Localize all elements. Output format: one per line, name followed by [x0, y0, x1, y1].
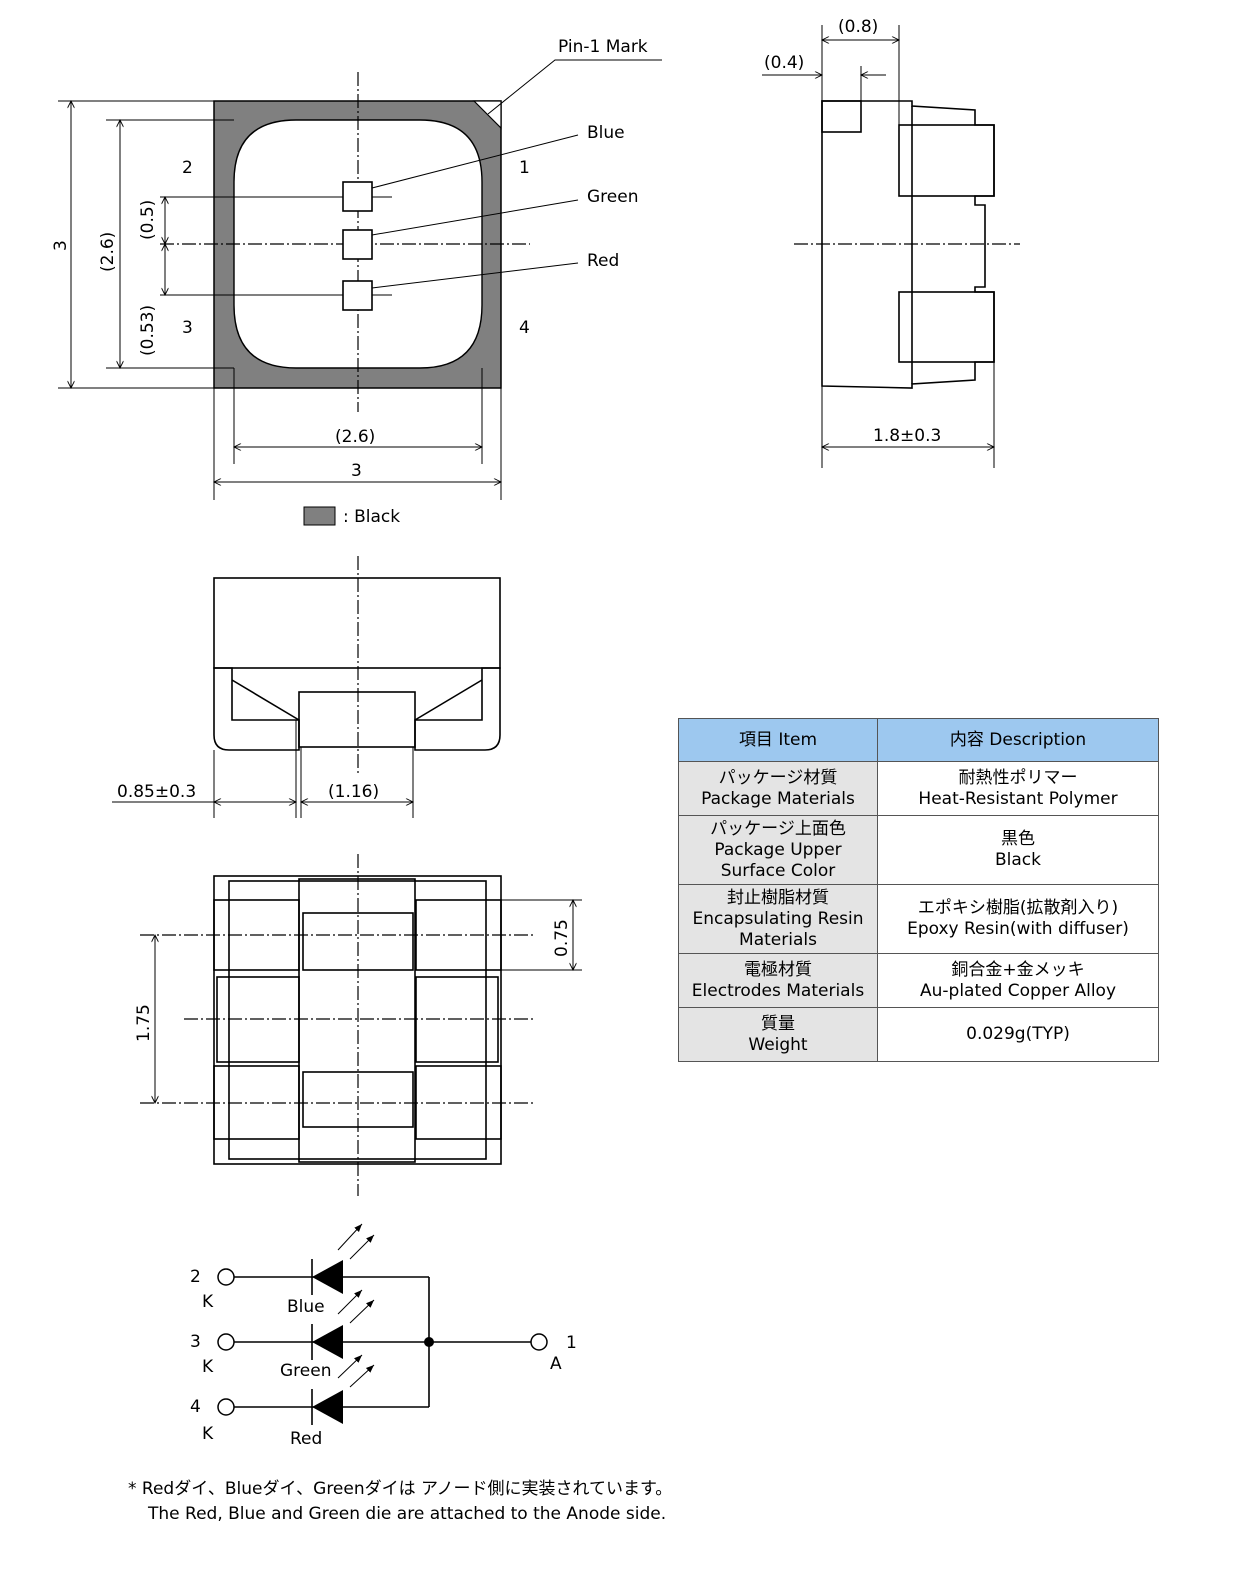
- die-label-red: Red: [587, 251, 619, 271]
- pin-number-4: 4: [519, 318, 530, 338]
- table-row: パッケージ材質 Package Materials 耐熱性ポリマー Heat-R…: [678, 761, 1159, 816]
- row-item: 電極材質 Electrodes Materials: [678, 953, 878, 1008]
- die-label-green: Green: [587, 187, 638, 207]
- row-item: 封止樹脂材質 Encapsulating Resin Materials: [678, 884, 878, 954]
- terminal-pin-4: [217, 1398, 235, 1416]
- pin1-mark-triangle: [472, 100, 502, 130]
- bottom-view: 1.75 0.75: [134, 854, 582, 1196]
- table-row: パッケージ上面色 Package Upper Surface Color 黒色 …: [678, 815, 1159, 885]
- circuit-pin-4-type: K: [202, 1424, 214, 1444]
- pin1-mark-label: Pin-1 Mark: [558, 37, 648, 57]
- pin-number-1: 1: [519, 158, 530, 178]
- dim-body-height: 3: [51, 240, 71, 251]
- spec-table-header: 項目 Item 内容 Description: [678, 718, 1159, 762]
- row-description: 0.029g(TYP): [877, 1007, 1159, 1062]
- circuit-pin-1-type: A: [550, 1354, 562, 1374]
- dim-die-pitch-a: (0.5): [138, 200, 158, 240]
- dim-inner-height: (2.6): [98, 232, 118, 272]
- red-die: [342, 280, 373, 311]
- circuit-pin-1-num: 1: [566, 1333, 577, 1353]
- dim-bottom-pad: 0.75: [552, 919, 572, 957]
- note-line-jp: * Redダイ、Blueダイ、Greenダイは アノード側に実装されています。: [128, 1479, 673, 1499]
- dim-front-left: 0.85±0.3: [117, 782, 196, 802]
- circuit-led-green-label: Green: [280, 1361, 331, 1381]
- green-die: [342, 229, 373, 260]
- terminal-pin-3: [217, 1333, 235, 1351]
- circuit-pin-2-num: 2: [190, 1267, 201, 1287]
- dim-body-width: 3: [351, 461, 362, 481]
- table-row: 質量 Weight 0.029g(TYP): [678, 1007, 1159, 1062]
- die-attachment-note: * Redダイ、Blueダイ、Greenダイは アノード側に実装されています。 …: [128, 1477, 672, 1527]
- die-label-blue: Blue: [587, 123, 625, 143]
- circuit-diagram: 2 K 3 K 4 K Blue Green Red 1 A: [190, 1223, 577, 1449]
- row-item: パッケージ上面色 Package Upper Surface Color: [678, 815, 878, 885]
- header-item: 項目 Item: [678, 718, 878, 762]
- dim-side-step: (0.4): [764, 53, 804, 73]
- note-line-en: The Red, Blue and Green die are attached…: [148, 1504, 667, 1524]
- led-red-symbol: [311, 1354, 375, 1425]
- row-description: エポキシ樹脂(拡散剤入り) Epoxy Resin(with diffuser): [877, 884, 1159, 954]
- front-view: 0.85±0.3 (1.16): [112, 556, 501, 818]
- dim-side-top: (0.8): [838, 17, 878, 37]
- top-view: Blue Green Red Pin-1 Mark 2 1 3 4 3 (2.6…: [51, 37, 662, 527]
- table-row: 電極材質 Electrodes Materials 銅合金+金メッキ Au-pl…: [678, 953, 1159, 1008]
- circuit-pin-4-num: 4: [190, 1397, 201, 1417]
- pin-number-3: 3: [182, 318, 193, 338]
- row-item: 質量 Weight: [678, 1007, 878, 1062]
- dim-die-pitch-b: (0.53): [138, 305, 158, 356]
- terminal-pin-1: [530, 1333, 548, 1351]
- dim-bottom-pitch: 1.75: [134, 1004, 154, 1042]
- dim-side-depth: 1.8±0.3: [873, 426, 941, 446]
- led-blue-symbol: [311, 1223, 375, 1295]
- legend-black-swatch: [303, 506, 336, 526]
- row-item: パッケージ材質 Package Materials: [678, 761, 878, 816]
- circuit-pin-3-num: 3: [190, 1332, 201, 1352]
- led-green-symbol: [311, 1289, 375, 1360]
- circuit-pin-3-type: K: [202, 1357, 214, 1377]
- blue-die: [342, 181, 373, 212]
- circuit-led-blue-label: Blue: [287, 1297, 325, 1317]
- dim-inner-width: (2.6): [335, 427, 375, 447]
- circuit-pin-2-type: K: [202, 1292, 214, 1312]
- spec-table: 項目 Item 内容 Description パッケージ材質 Package M…: [678, 718, 1159, 1062]
- circuit-led-red-label: Red: [290, 1429, 322, 1449]
- row-description: 銅合金+金メッキ Au-plated Copper Alloy: [877, 953, 1159, 1008]
- pin-number-2: 2: [182, 158, 193, 178]
- row-description: 耐熱性ポリマー Heat-Resistant Polymer: [877, 761, 1159, 816]
- row-description: 黒色 Black: [877, 815, 1159, 885]
- table-row: 封止樹脂材質 Encapsulating Resin Materials エポキ…: [678, 884, 1159, 954]
- legend-black-label: : Black: [343, 507, 400, 527]
- dim-front-center: (1.16): [328, 782, 379, 802]
- junction-dot: [424, 1337, 434, 1347]
- header-description: 内容 Description: [877, 718, 1159, 762]
- terminal-pin-2: [217, 1268, 235, 1286]
- side-view: (0.8) (0.4) 1.8±0.3: [762, 17, 1020, 468]
